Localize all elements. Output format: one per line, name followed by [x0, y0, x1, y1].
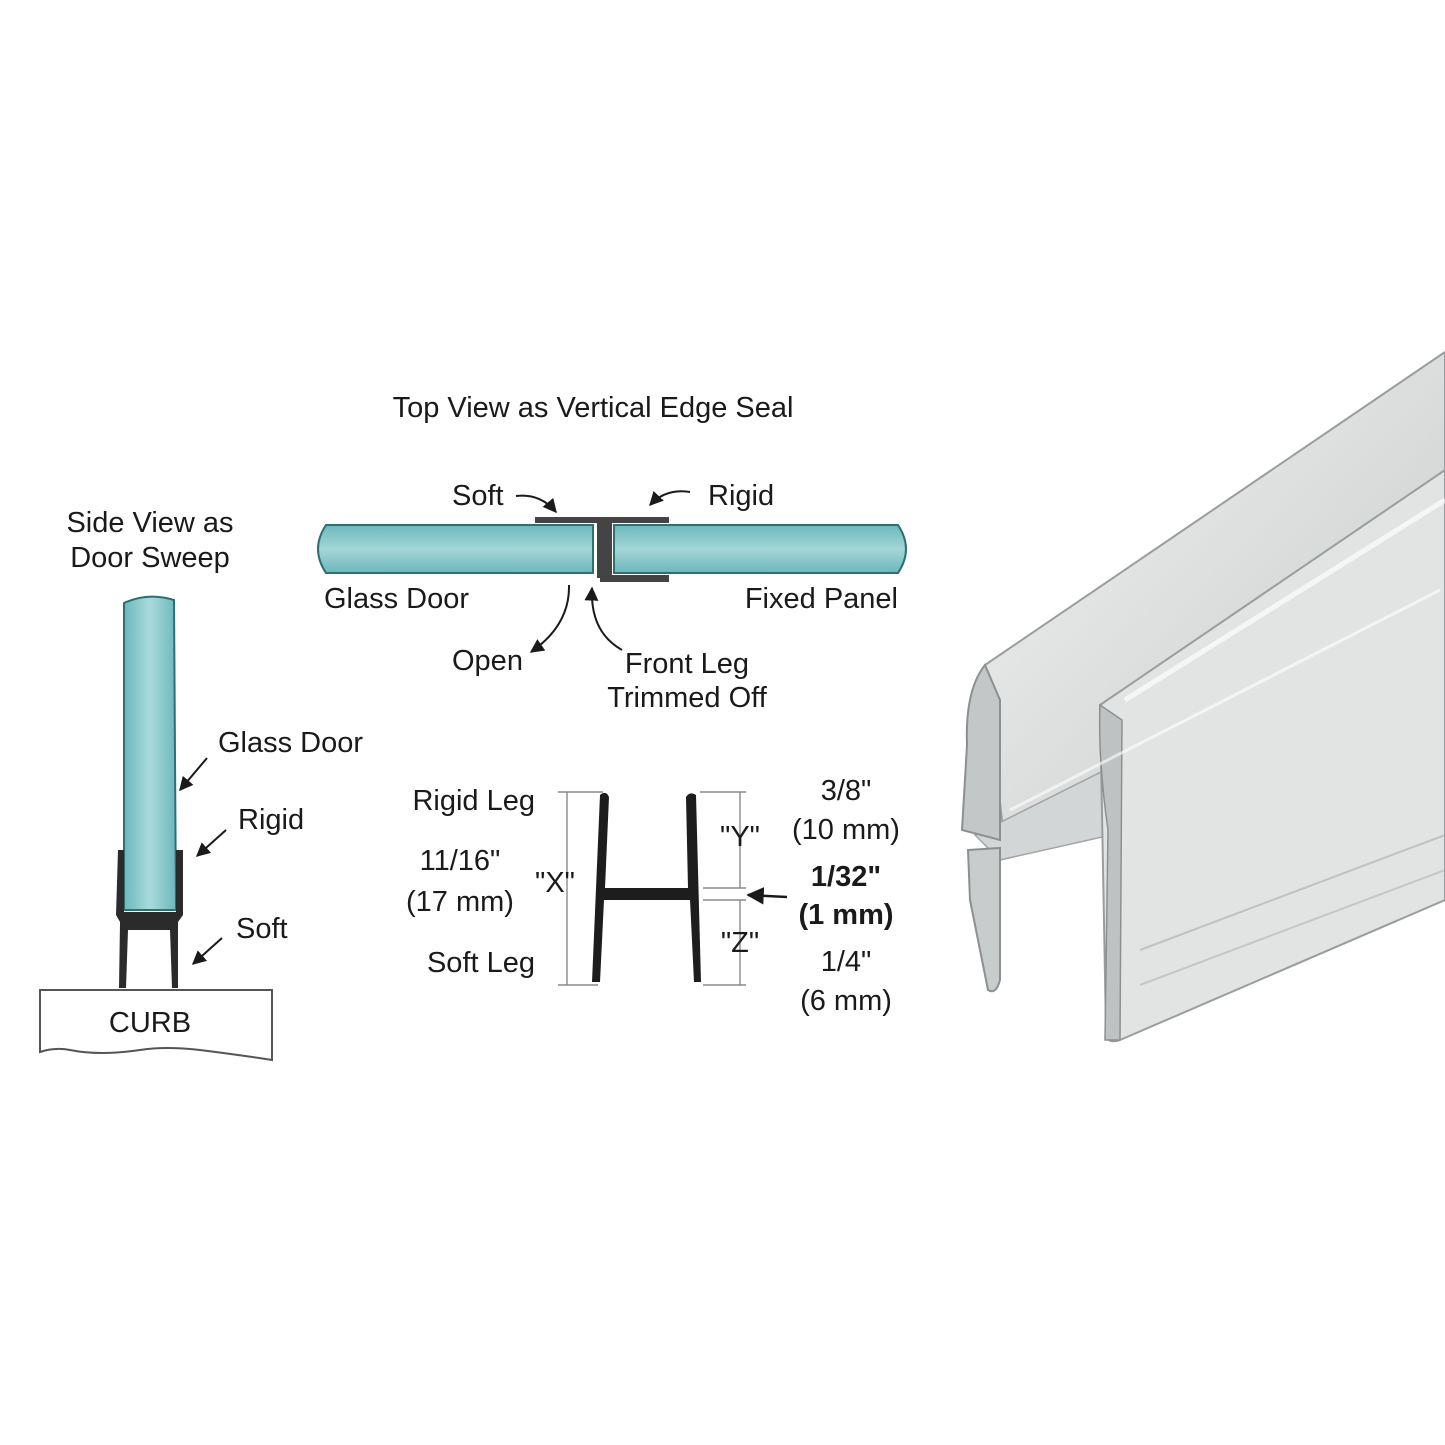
- z-mm: (6 mm): [800, 985, 892, 1017]
- x-fraction: 11/16": [420, 845, 501, 877]
- side-view-title-line1: Side View as: [66, 507, 233, 539]
- top-seal: [535, 517, 669, 582]
- x-tag: "X": [535, 867, 575, 899]
- top-soft-arrow: [515, 494, 557, 514]
- product-highlight-2: [1009, 588, 1441, 812]
- product-render: [960, 350, 1445, 1043]
- top-view-title: Top View as Vertical Edge Seal: [393, 392, 794, 424]
- side-glass-door: [123, 595, 178, 911]
- side-glass-door-label: Glass Door: [218, 727, 363, 759]
- side-glass-door-arrow: [179, 757, 208, 792]
- top-rigid-arrow: [649, 490, 691, 507]
- top-fixed-panel: [613, 524, 907, 574]
- y-tag: "Y": [720, 821, 760, 853]
- top-fixed-panel-label: Fixed Panel: [745, 583, 898, 615]
- curb: [39, 989, 273, 1062]
- top-front-leg-line2: Trimmed Off: [607, 682, 767, 714]
- x-mm: (17 mm): [406, 886, 514, 918]
- y-fraction: 3/8": [821, 775, 872, 807]
- z-tag: "Z": [721, 927, 759, 959]
- product-groove-2: [1139, 869, 1445, 986]
- side-soft-label: Soft: [236, 913, 288, 945]
- top-glass-door: [317, 524, 594, 574]
- z-fraction: 1/4": [821, 946, 872, 978]
- web-arrow: [746, 887, 788, 905]
- top-glass-door-label: Glass Door: [324, 583, 469, 615]
- product-groove-1: [1139, 834, 1445, 951]
- soft-leg-label: Soft Leg: [427, 947, 535, 979]
- h-profile: [592, 792, 701, 982]
- web-fraction: 1/32": [811, 861, 881, 893]
- side-view: Side View as Door Sweep CURB Glass Door …: [39, 507, 363, 1062]
- top-open-arrow: [529, 584, 571, 653]
- top-seal-web: [597, 520, 601, 578]
- top-open-label: Open: [452, 645, 523, 677]
- dimension-lines: [558, 791, 746, 986]
- profile-dimensions: Rigid Leg Soft Leg 11/16" (17 mm) "X" "Y…: [406, 775, 900, 1017]
- side-soft-arrow: [191, 937, 223, 965]
- curb-label: CURB: [109, 1007, 191, 1039]
- y-mm: (10 mm): [792, 814, 900, 846]
- side-seal: [116, 850, 183, 988]
- product-end-edge: [960, 663, 1001, 842]
- top-front-leg-arrow: [584, 586, 623, 651]
- product-lower-leg: [966, 846, 1001, 993]
- side-view-title-line2: Door Sweep: [70, 542, 230, 574]
- top-soft-label: Soft: [452, 480, 504, 512]
- product-front-edge: [1098, 703, 1123, 1041]
- side-rigid-arrow: [195, 829, 227, 857]
- rigid-leg-label: Rigid Leg: [412, 785, 535, 817]
- web-mm: (1 mm): [798, 899, 893, 931]
- top-view: Top View as Vertical Edge Seal Soft Rigi…: [317, 392, 907, 714]
- side-rigid-label: Rigid: [238, 804, 304, 836]
- top-front-leg-line1: Front Leg: [625, 648, 749, 680]
- product-highlight-1: [1123, 497, 1445, 703]
- top-rigid-label: Rigid: [708, 480, 774, 512]
